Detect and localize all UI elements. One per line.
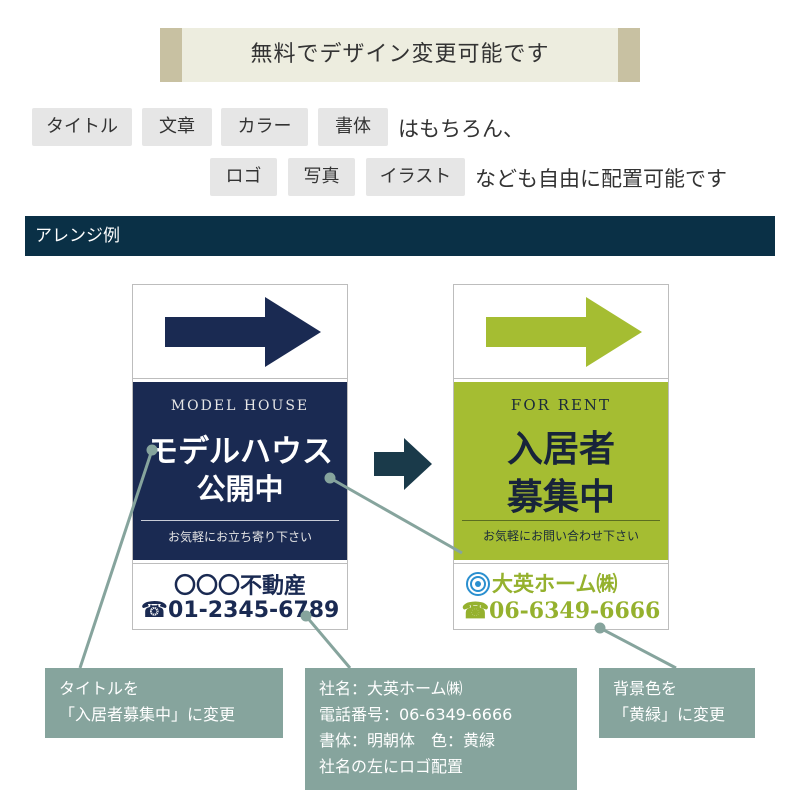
chip-photo: 写真 <box>288 158 355 196</box>
sign-eyebrow: FOR RENT <box>510 396 612 414</box>
chip-title: タイトル <box>32 108 132 146</box>
row1-suffix: はもちろん、 <box>398 117 524 141</box>
banner-accent-left <box>160 28 182 82</box>
callout-line: タイトルを <box>59 679 140 698</box>
callout-line: 電話番号：06-6349-6666 <box>319 705 513 724</box>
transform-arrow-icon <box>374 438 432 490</box>
phone-number: ☎06-6349-6666 <box>461 598 661 624</box>
callout-title-change: タイトルを 「入居者募集中」に変更 <box>45 668 283 738</box>
connector-company-after <box>599 626 677 670</box>
sign-eyebrow: MODEL HOUSE <box>170 398 310 414</box>
arrow-area <box>454 285 668 379</box>
sign-footer: 〇〇〇不動産 ☎01-2345-6789 <box>133 563 347 629</box>
sign-footer: 大英ホーム㈱ ☎06-6349-6666 <box>454 563 668 629</box>
chip-logo: ロゴ <box>210 158 277 196</box>
sign-title-line1: 入居者 <box>506 428 615 470</box>
sign-panel: FOR RENT 入居者 募集中 お気軽にお問い合わせ下さい <box>454 382 668 560</box>
chip-text: 文章 <box>142 108 212 146</box>
sign-after: FOR RENT 入居者 募集中 お気軽にお問い合わせ下さい 大英ホーム㈱ ☎0… <box>453 284 669 630</box>
sign-before: MODEL HOUSE モデルハウス 公開中 お気軽にお立ち寄り下さい 〇〇〇不… <box>132 284 348 630</box>
callout-line: 社名の左にロゴ配置 <box>319 757 464 776</box>
sign-divider <box>141 520 339 521</box>
section-header: アレンジ例 <box>25 216 775 256</box>
callout-line: 社名：大英ホーム㈱ <box>319 679 463 698</box>
sign-subtitle: お気軽にお立ち寄り下さい <box>167 530 312 544</box>
sign-subtitle: お気軽にお問い合わせ下さい <box>482 529 639 543</box>
chip-illustration: イラスト <box>366 158 465 196</box>
chip-font: 書体 <box>318 108 388 146</box>
sign-title-line2: 募集中 <box>506 476 615 518</box>
company-name: 大英ホーム㈱ <box>492 571 618 596</box>
page-title: 無料でデザイン変更可能です <box>250 42 550 67</box>
sign-divider <box>462 520 660 521</box>
callout-company-change: 社名：大英ホーム㈱ 電話番号：06-6349-6666 書体：明朝体 色：黄緑 … <box>305 668 577 790</box>
header-banner: 無料でデザイン変更可能です <box>160 28 640 82</box>
company-name: 〇〇〇不動産 <box>173 574 306 599</box>
banner-accent-right <box>618 28 640 82</box>
phone-number: ☎01-2345-6789 <box>140 598 340 623</box>
arrow-right-icon <box>486 297 642 367</box>
arrow-area <box>133 285 347 379</box>
callout-color-change: 背景色を 「黄緑」に変更 <box>599 668 755 738</box>
arrow-right-icon <box>165 297 321 367</box>
sign-title-line1: モデルハウス <box>147 434 333 470</box>
row2-suffix: なども自由に配置可能です <box>475 167 727 191</box>
callout-line: 背景色を <box>613 679 678 698</box>
sign-panel: MODEL HOUSE モデルハウス 公開中 お気軽にお立ち寄り下さい <box>133 382 347 560</box>
sign-title-line2: 公開中 <box>196 472 284 506</box>
chip-color: カラー <box>221 108 308 146</box>
callout-line: 書体：明朝体 色：黄緑 <box>319 731 496 750</box>
section-title: アレンジ例 <box>35 226 120 246</box>
callout-line: 「黄緑」に変更 <box>613 705 726 724</box>
callout-line: 「入居者募集中」に変更 <box>59 705 236 724</box>
spiral-logo-icon <box>466 572 490 596</box>
